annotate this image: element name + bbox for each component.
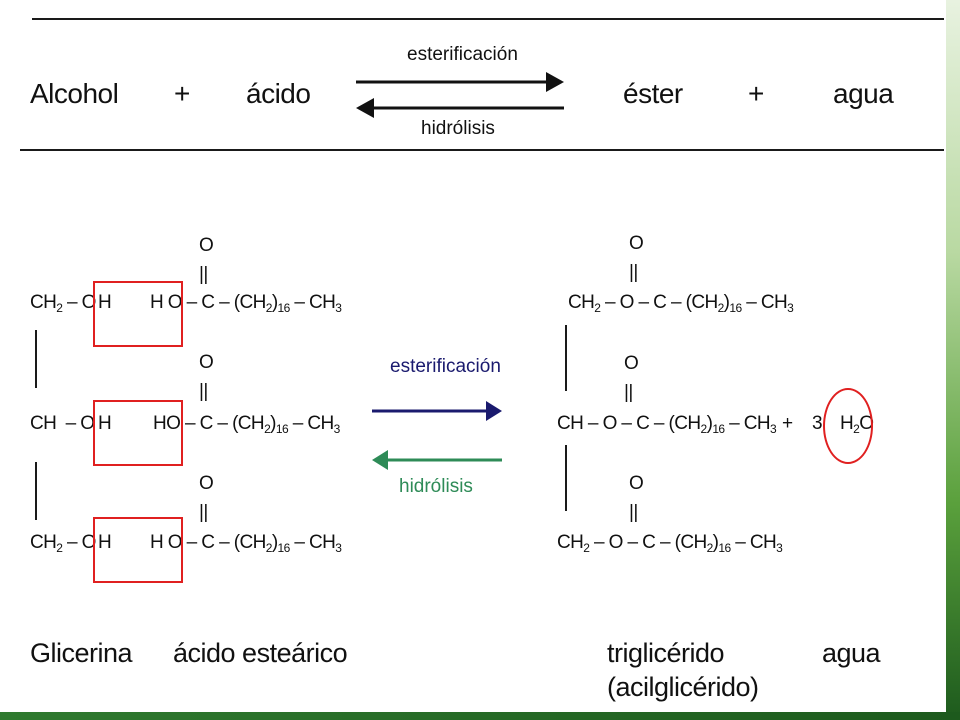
general-plus-1: + <box>174 78 190 109</box>
water-highlight-circle <box>823 388 873 464</box>
label-glycerin: Glicerina <box>30 638 133 668</box>
esterification-label: esterificación <box>390 356 501 377</box>
acid-row-1: H O – C – (CH2)16 – CH3 <box>150 292 342 315</box>
general-reverse-label: hidrólisis <box>421 118 495 139</box>
label-acylglyceride: (acilglicérido) <box>607 672 759 702</box>
slide-bottom-bar <box>0 712 960 720</box>
water-highlight-box-3 <box>93 517 183 583</box>
label-water: agua <box>822 638 881 668</box>
acid-1-double-bond: || <box>199 264 208 285</box>
triglyceride-row-3: CH2 – O – C – (CH2)16 – CH3 <box>557 532 783 555</box>
water-coefficient: 3 <box>812 413 823 434</box>
glycerol-row-2-h: H <box>98 413 112 434</box>
glycerol-row-2: CH – O <box>30 413 95 434</box>
triglyceride-row-2: CH – O – C – (CH2)16 – CH3 <box>557 413 777 436</box>
acid-3-double-bond: || <box>199 502 208 523</box>
product-2-double-bond: || <box>624 382 633 403</box>
triglyceride-bond-bottom <box>565 445 567 511</box>
glycerol-bond-bottom <box>35 462 37 520</box>
acid-3-carbonyl-o: O <box>199 473 214 494</box>
product-1-carbonyl-o: O <box>629 233 644 254</box>
hydrolysis-arrow <box>372 450 502 470</box>
general-product-ester: éster <box>623 78 683 109</box>
esterification-arrow <box>372 401 502 421</box>
slide-side-bar <box>946 0 960 720</box>
general-reactant-acid: ácido <box>246 78 311 109</box>
acid-row-2: HO – C – (CH2)16 – CH3 <box>153 413 340 436</box>
glycerol-row-1: CH2 – O <box>30 292 96 315</box>
hydrolysis-label: hidrólisis <box>399 476 473 497</box>
general-forward-arrow <box>356 72 564 92</box>
glycerol-bond-top <box>35 330 37 388</box>
acid-1-carbonyl-o: O <box>199 235 214 256</box>
acid-2-double-bond: || <box>199 381 208 402</box>
triglyceride-row-1: CH2 – O – C – (CH2)16 – CH3 <box>568 292 794 315</box>
glycerol-row-1-h: H <box>98 292 112 313</box>
general-reactant-alcohol: Alcohol <box>30 78 119 109</box>
general-reverse-arrow <box>356 98 564 118</box>
general-plus-2: + <box>748 78 764 109</box>
general-forward-label: esterificación <box>407 44 518 65</box>
general-product-water: agua <box>833 78 894 109</box>
product-plus: + <box>782 413 793 434</box>
middle-rule <box>20 149 944 151</box>
acid-2-carbonyl-o: O <box>199 352 214 373</box>
product-3-double-bond: || <box>629 502 638 523</box>
acid-row-3: H O – C – (CH2)16 – CH3 <box>150 532 342 555</box>
label-stearic-acid: ácido esteárico <box>173 638 348 668</box>
product-3-carbonyl-o: O <box>629 473 644 494</box>
label-triglyceride: triglicérido <box>607 638 725 668</box>
water-highlight-box-1 <box>93 281 183 347</box>
product-2-carbonyl-o: O <box>624 353 639 374</box>
top-rule <box>32 18 944 20</box>
glycerol-row-3-h: H <box>98 532 112 553</box>
product-1-double-bond: || <box>629 262 638 283</box>
glycerol-row-3: CH2 – O <box>30 532 96 555</box>
water-highlight-box-2 <box>93 400 183 466</box>
triglyceride-bond-top <box>565 325 567 391</box>
